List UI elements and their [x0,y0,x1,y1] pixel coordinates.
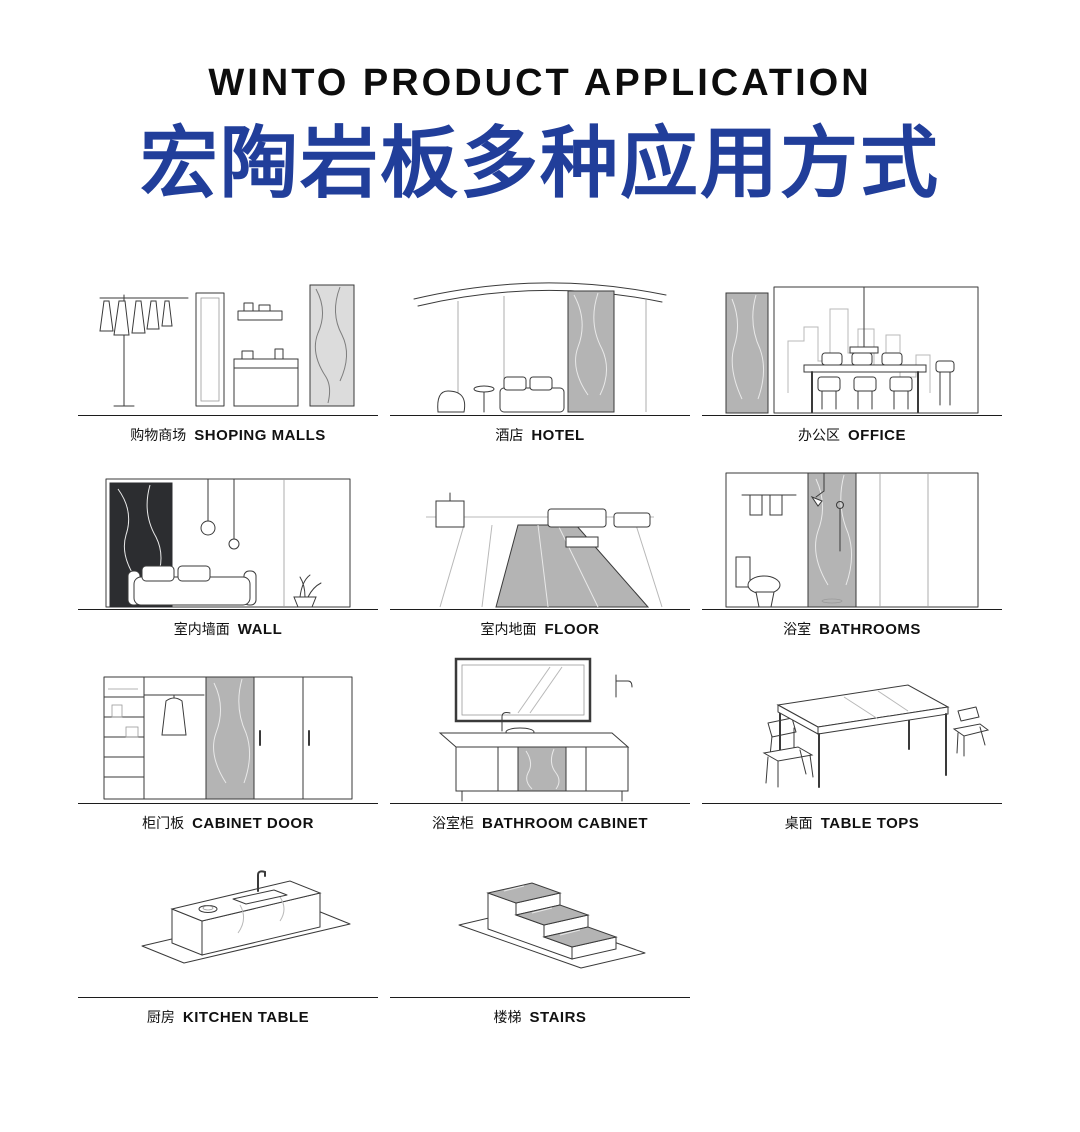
table-top-illustration [762,684,990,788]
office-illustration [725,286,979,414]
application-grid: 购物商场 SHOPING MALLS [78,265,1002,1027]
label-english: HOTEL [531,426,585,444]
label-chinese: 楼梯 [493,1008,522,1025]
kitchen-table-illustration [141,870,351,964]
ground-line [78,414,378,416]
label-chinese: 柜门板 [142,814,185,831]
application-item-floor: 室内地面 FLOOR [390,459,690,639]
item-label: 厨房 KITCHEN TABLE [147,1007,309,1027]
item-label: 楼梯 STAIRS [494,1007,587,1027]
label-chinese: 厨房 [146,1008,175,1025]
label-english: BATHROOMS [819,620,921,638]
bathroom-illustration [725,472,979,608]
item-label: 桌面 TABLE TOPS [785,813,920,833]
item-label: 购物商场 SHOPING MALLS [130,425,326,445]
label-chinese: 浴室 [783,620,812,637]
item-label: 柜门板 CABINET DOOR [142,813,314,833]
application-item-shopping-malls: 购物商场 SHOPING MALLS [78,265,378,445]
cabinet-door-illustration [103,676,353,800]
label-english: OFFICE [848,426,906,444]
application-item-stairs: 楼梯 STAIRS [390,847,690,1027]
title-chinese: 宏陶岩板多种应用方式 [139,119,940,207]
interior-floor-illustration [426,492,663,608]
application-item-table-tops: 桌面 TABLE TOPS [702,653,1002,833]
label-chinese: 购物商场 [130,426,187,443]
application-item-office: 办公区 OFFICE [702,265,1002,445]
application-item-bathrooms: 浴室 BATHROOMS [702,459,1002,639]
shopping-mall-illustration [99,284,355,407]
label-english: BATHROOM CABINET [481,814,649,832]
label-english: SHOPING MALLS [194,426,326,444]
ground-line [390,414,690,416]
label-english: WALL [237,620,283,638]
ground-line [702,414,1002,416]
item-label: 浴室 BATHROOMS [783,619,921,639]
label-english: KITCHEN TABLE [182,1008,310,1026]
label-chinese: 酒店 [495,426,524,443]
ground-line [390,996,690,998]
application-item-wall: 室内墙面 WALL [78,459,378,639]
ground-line [390,802,690,804]
label-chinese: 浴室柜 [431,814,474,831]
application-item-cabinet-door: 柜门板 CABINET DOOR [78,653,378,833]
label-english: CABINET DOOR [192,814,314,832]
item-label: 酒店 HOTEL [495,425,584,445]
hotel-illustration [413,282,667,413]
item-label: 浴室柜 BATHROOM CABINET [432,813,648,833]
label-chinese: 室内地面 [480,620,537,637]
item-label: 室内地面 FLOOR [481,619,600,639]
label-chinese: 办公区 [798,426,840,443]
header: WINTO PRODUCT APPLICATION 宏陶岩板多种应用方式 [0,0,1080,209]
bathroom-cabinet-illustration [438,657,633,802]
ground-line [390,608,690,610]
stairs-illustration [458,882,646,969]
application-item-bathroom-cabinet: 浴室柜 BATHROOM CABINET [390,653,690,833]
label-chinese: 室内墙面 [173,620,230,637]
label-english: TABLE TOPS [820,814,920,832]
title-english: WINTO PRODUCT APPLICATION [208,62,872,104]
label-english: FLOOR [544,620,600,638]
item-label: 办公区 OFFICE [798,425,906,445]
ground-line [78,996,378,998]
label-english: STAIRS [529,1008,587,1026]
ground-line [78,608,378,610]
application-item-kitchen-table: 厨房 KITCHEN TABLE [78,847,378,1027]
ground-line [78,802,378,804]
item-label: 室内墙面 WALL [174,619,283,639]
ground-line [702,608,1002,610]
ground-line [702,802,1002,804]
label-chinese: 桌面 [784,814,813,831]
interior-wall-illustration [105,478,351,608]
application-item-hotel: 酒店 HOTEL [390,265,690,445]
